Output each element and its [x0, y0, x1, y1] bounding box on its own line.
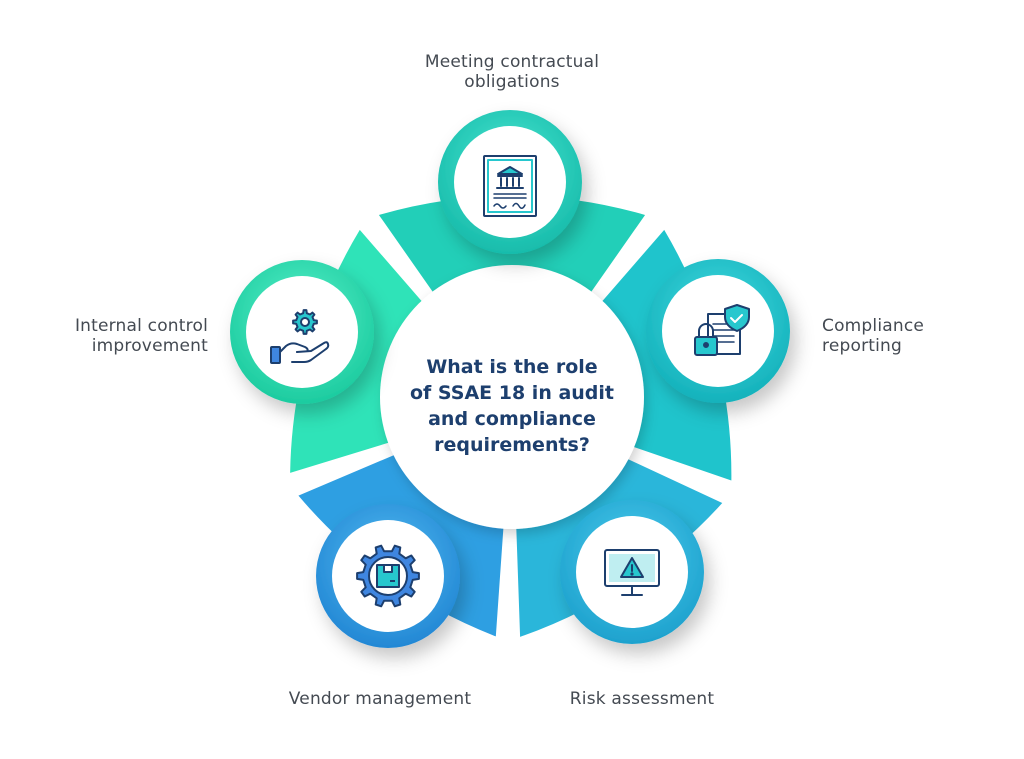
center-title-line: of SSAE 18 in audit	[410, 382, 614, 404]
label-line: improvement	[91, 336, 208, 356]
center-title-line: What is the role	[426, 356, 598, 378]
node-vendor-management	[316, 504, 460, 648]
center-title-line: and compliance	[428, 408, 596, 430]
hand-gear-icon	[270, 309, 330, 364]
center-title-line: requirements?	[434, 434, 590, 456]
label-line: Compliance	[822, 316, 925, 336]
node-compliance-reporting	[646, 259, 790, 403]
label-line: obligations	[464, 72, 560, 92]
center-circle	[380, 265, 644, 529]
node-risk-assessment	[560, 500, 704, 644]
label-compliance-reporting: Compliance reporting	[822, 316, 1012, 356]
node-contractual-obligations	[438, 110, 582, 254]
contract-document-icon	[483, 155, 537, 217]
label-risk-assessment: Risk assessment	[492, 689, 792, 709]
gear-box-icon	[356, 544, 420, 608]
label-line: Risk assessment	[569, 689, 715, 709]
secure-document-icon	[694, 304, 750, 356]
label-line: Internal control	[74, 316, 208, 336]
label-vendor-management: Vendor management	[230, 689, 530, 709]
node-internal-control	[230, 260, 374, 404]
center-title: What is the role of SSAE 18 in audit and…	[392, 354, 632, 458]
label-line: reporting	[822, 336, 903, 356]
node-face	[246, 276, 358, 388]
label-line: Vendor management	[288, 689, 472, 709]
label-line: Meeting contractual	[424, 52, 600, 72]
monitor-warning-icon	[604, 549, 660, 596]
label-contractual-obligations: Meeting contractual obligations	[384, 52, 640, 92]
label-internal-control: Internal control improvement	[20, 316, 208, 356]
